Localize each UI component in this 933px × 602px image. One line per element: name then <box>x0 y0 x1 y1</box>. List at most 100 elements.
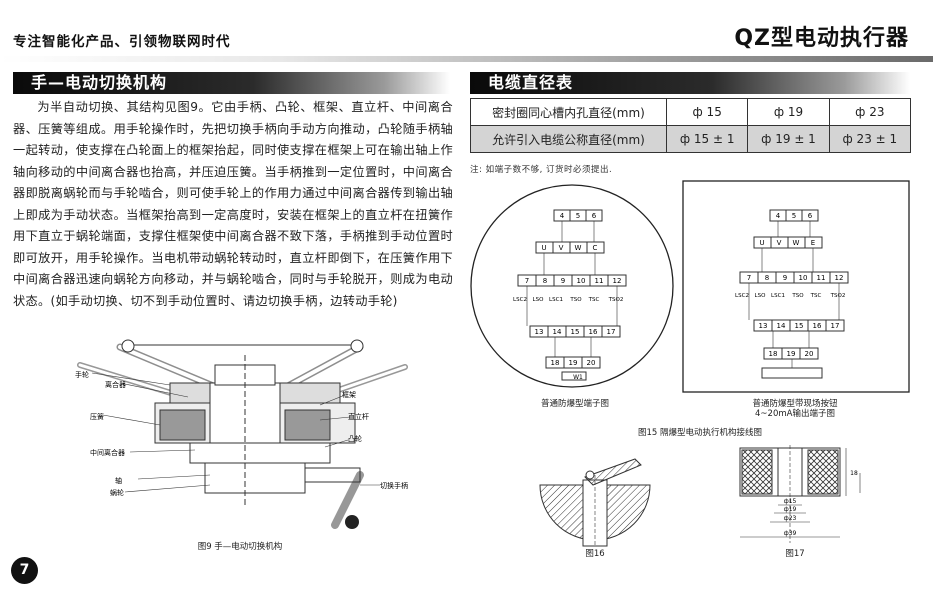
product-title: QZ型电动执行器 <box>734 26 909 51</box>
table-cell: ф 19 ± 1 <box>747 125 830 153</box>
label-worm: 蜗轮 <box>110 488 124 497</box>
terminal-19: 19 <box>569 359 578 367</box>
terminal-18: 18 <box>551 359 560 367</box>
label-frame: 框架 <box>342 390 356 399</box>
label-switch-handle: 切换手柄 <box>380 481 408 490</box>
mechanism-description: 为半自动切换、其结构见图9。它由手柄、凸轮、框架、直立杆、中间离合器、压簧等组成… <box>13 97 453 312</box>
switch-lsc1: LSC1 <box>549 297 563 303</box>
table-cell: ф 23 ± 1 <box>828 125 912 153</box>
table-row-header: 允许引入电缆公称直径(mm) <box>470 125 667 153</box>
switch-tso: TSO <box>791 293 804 299</box>
terminal-7: 7 <box>747 274 751 282</box>
terminal-6: 6 <box>808 212 813 220</box>
terminal-9: 9 <box>783 274 787 282</box>
label-handwheel: 手轮 <box>75 370 89 379</box>
switch-tso2: TSO2 <box>608 297 624 303</box>
terminal-19: 19 <box>787 350 796 358</box>
section-title-switch-mechanism: 手—电动切换机构 <box>13 72 450 94</box>
terminal-8: 8 <box>765 274 769 282</box>
terminal-4: 4 <box>776 212 781 220</box>
dim-d19: ф19 <box>784 506 797 513</box>
terminal-11: 11 <box>595 277 604 285</box>
switch-tso: TSO <box>569 297 582 303</box>
terminal-diagram-standard: 4 5 6 U V W C 7 8 9 10 11 12 LSC2 LSO LS… <box>470 184 674 388</box>
terminal-diagram-with-buttons: 4 5 6 U V W E 7 8 9 10 11 12 LSC2 LSO LS… <box>682 180 910 393</box>
table-cell: ф 19 <box>747 98 830 126</box>
mechanism-paragraph: 为半自动切换、其结构见图9。它由手柄、凸轮、框架、直立杆、中间离合器、压簧等组成… <box>13 100 453 308</box>
label-spring: 压簧 <box>90 412 104 421</box>
figure-16-seal-drawing <box>539 458 651 547</box>
terminal-9: 9 <box>561 277 565 285</box>
cable-diameter-table: 密封圈同心槽内孔直径(mm) ф 15 ф 19 ф 23 允许引入电缆公称直径… <box>470 98 912 153</box>
order-note: 注: 如端子数不够, 订货时必须提出. <box>470 165 613 175</box>
terminal-standard-caption: 普通防爆型端子图 <box>540 399 609 409</box>
terminal-15: 15 <box>795 322 804 330</box>
figure-17-seal-dimensions: ф15 ф19 ф23 ф39 18 <box>739 445 861 543</box>
table-cell: ф 23 <box>828 98 912 126</box>
terminal-14: 14 <box>777 322 786 330</box>
terminal-w: W <box>575 244 582 252</box>
page-number-badge: 7 <box>11 557 38 584</box>
terminal-18: 18 <box>769 350 778 358</box>
terminal-13: 13 <box>759 322 768 330</box>
terminal-20: 20 <box>587 359 596 367</box>
table-cell: ф 15 <box>665 98 749 126</box>
terminal-10: 10 <box>577 277 586 285</box>
terminal-4: 4 <box>560 212 565 220</box>
figure-16-caption: 图16 <box>585 549 605 559</box>
figure-9-caption: 图9 手—电动切换机构 <box>197 542 283 552</box>
terminal-13: 13 <box>535 328 544 336</box>
switch-tso2: TSO2 <box>830 293 846 299</box>
potentiometer-w1: W1 <box>573 374 583 381</box>
table-row: 允许引入电缆公称直径(mm) ф 15 ± 1 ф 19 ± 1 ф 23 ± … <box>470 125 912 153</box>
switch-lso: LSO <box>533 297 545 303</box>
switch-lsc2: LSC2 <box>513 297 527 303</box>
terminal-buttons-caption-line2: 4~20mA输出端子图 <box>755 409 835 419</box>
dim-d15: ф15 <box>784 498 797 505</box>
switch-tsc: TSC <box>810 293 822 299</box>
figure-9-mechanism-drawing: 手轮 离合器 压簧 框架 直立杆 凸轮 中间离合器 轴 蜗轮 切换手柄 <box>75 339 408 529</box>
terminal-5: 5 <box>576 212 580 220</box>
terminal-e: E <box>811 239 815 247</box>
terminal-10: 10 <box>799 274 808 282</box>
terminal-16: 16 <box>589 328 598 336</box>
label-upright-rod: 直立杆 <box>348 412 369 421</box>
terminal-5: 5 <box>792 212 796 220</box>
table-cell: ф 15 ± 1 <box>665 125 749 153</box>
terminal-u: U <box>759 239 764 247</box>
terminal-c: C <box>593 244 598 252</box>
dim-d39: ф39 <box>784 530 797 537</box>
header-divider <box>0 56 933 62</box>
label-mid-clutch: 中间离合器 <box>90 448 125 457</box>
terminal-v: V <box>559 244 564 252</box>
terminal-17: 17 <box>831 322 840 330</box>
table-row-header: 密封圈同心槽内孔直径(mm) <box>470 98 667 126</box>
terminal-7: 7 <box>525 277 529 285</box>
label-shaft: 轴 <box>115 476 122 485</box>
terminal-8: 8 <box>543 277 547 285</box>
label-cam: 凸轮 <box>348 434 362 443</box>
switch-lso: LSO <box>755 293 767 299</box>
terminal-12: 12 <box>835 274 844 282</box>
terminal-14: 14 <box>553 328 562 336</box>
switch-lsc1: LSC1 <box>771 293 785 299</box>
table-row: 密封圈同心槽内孔直径(mm) ф 15 ф 19 ф 23 <box>470 98 912 126</box>
header-tagline: 专注智能化产品、引领物联网时代 <box>13 34 231 50</box>
figure-17-caption: 图17 <box>785 549 805 559</box>
section-title-cable-diameter: 电缆直径表 <box>470 72 910 94</box>
dim-height: 18 <box>850 470 858 477</box>
switch-lsc2: LSC2 <box>735 293 749 299</box>
terminal-u: U <box>541 244 546 252</box>
dim-d23: ф23 <box>784 515 797 522</box>
terminal-12: 12 <box>613 277 622 285</box>
terminal-16: 16 <box>813 322 822 330</box>
terminal-buttons-caption-line1: 普通防爆型带现场按钮 <box>752 399 838 409</box>
terminal-15: 15 <box>571 328 580 336</box>
switch-tsc: TSC <box>588 297 600 303</box>
terminal-v: V <box>777 239 782 247</box>
terminal-11: 11 <box>817 274 826 282</box>
terminal-17: 17 <box>607 328 616 336</box>
terminal-w: W <box>793 239 800 247</box>
label-clutch: 离合器 <box>105 380 126 389</box>
figure-15-caption: 图15 隔爆型电动执行机构接线图 <box>637 428 763 438</box>
